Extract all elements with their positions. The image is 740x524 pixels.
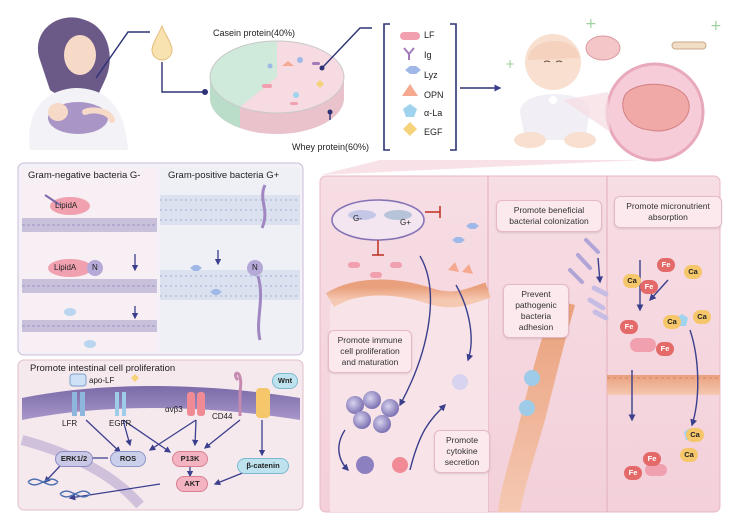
g-plus-label: G+: [400, 218, 411, 227]
infant-illustration: [514, 34, 596, 148]
whey-label: Whey protein(60%): [292, 142, 370, 152]
proliferation-title: Promote intestinal cell proliferation: [30, 363, 176, 374]
dna-icon-2: [59, 490, 91, 498]
legend-ig: Ig: [424, 50, 432, 60]
svg-text:+: +: [710, 18, 722, 34]
cd44-label: CD44: [212, 412, 233, 421]
g-minus-label: G-: [353, 214, 362, 223]
legend-alpha-la: α-La: [424, 108, 443, 118]
cytokine-secretion-box: Promote cytokine secretion: [434, 430, 490, 473]
lipid-a-label: LipidA: [55, 201, 78, 210]
dna-icon: [27, 478, 59, 486]
avb3-label: αvβ3: [165, 405, 183, 414]
brain-icon: [585, 35, 621, 61]
legend-lf: LF: [424, 30, 435, 40]
legend-opn: OPN: [424, 90, 444, 100]
immune-proliferation-box: Promote immune cell proliferation and ma…: [328, 330, 412, 373]
svg-text:+: +: [585, 16, 597, 32]
immunoglobulin-icon: [403, 47, 415, 60]
lactoferrin-icon: [400, 32, 420, 40]
fe-ion-5: Fe: [643, 452, 661, 466]
pathogenic-adhesion-box: Prevent pathogenic bacteria adhesion: [503, 284, 569, 338]
gram-positive-wall: [160, 195, 300, 300]
n-terminal-label-2: N: [252, 263, 258, 272]
apo-lf-label: apo-LF: [89, 376, 115, 385]
fe-ion-6: Fe: [624, 466, 642, 480]
legend-lyz: Lyz: [424, 70, 438, 80]
beneficial-colonization-box: Promote beneficial bacterial colonizatio…: [496, 200, 602, 232]
lipid-a-label-2: LipidA: [54, 263, 77, 272]
immune-cells: [346, 391, 399, 433]
wnt-badge: Wnt: [272, 373, 298, 389]
ca-ion-3: Ca: [663, 315, 681, 329]
fe-ion-2: Fe: [640, 280, 658, 294]
milk-protein-pie: [209, 40, 345, 134]
p13k-badge: P13K: [172, 451, 208, 467]
milk-drop-icon: [151, 24, 173, 61]
ca-ion-6: Ca: [680, 448, 698, 462]
casein-label: Casein protein(40%): [213, 28, 296, 38]
ca-ion-4: Ca: [693, 310, 711, 324]
ca-ion-5: Ca: [686, 428, 704, 442]
fe-ion-3: Fe: [620, 320, 638, 334]
svg-text:+: +: [505, 57, 515, 71]
lfr-label: LFR: [62, 419, 78, 428]
beta-catenin-badge: β-catenin: [237, 458, 289, 474]
alpha-lactalbumin-icon: [403, 104, 417, 117]
micronutrient-absorption-box: Promote micronutrient absorption: [614, 196, 722, 228]
ca-ion-2: Ca: [684, 265, 702, 279]
gram-negative-title: Gram-negative bacteria G-: [28, 170, 141, 181]
lysozyme-icon: [405, 66, 421, 74]
osteopontin-icon: [402, 84, 418, 96]
egf-icon: [403, 122, 417, 136]
fe-ion-4: Fe: [656, 342, 674, 356]
egfr-label: EGFR: [109, 419, 132, 428]
gram-positive-title: Gram-positive bacteria G+: [168, 170, 280, 181]
legend-egf: EGF: [424, 127, 443, 137]
ca-ion: Ca: [623, 274, 641, 288]
ros-badge: ROS: [110, 451, 146, 467]
bone-icon: [671, 41, 707, 50]
mother-illustration: [29, 17, 128, 150]
erk-badge: ERK1/2: [55, 451, 93, 467]
gram-negative-membrane: [22, 218, 157, 332]
n-terminal-label: N: [92, 263, 98, 272]
akt-badge: AKT: [176, 476, 208, 492]
fe-ion: Fe: [657, 258, 675, 272]
